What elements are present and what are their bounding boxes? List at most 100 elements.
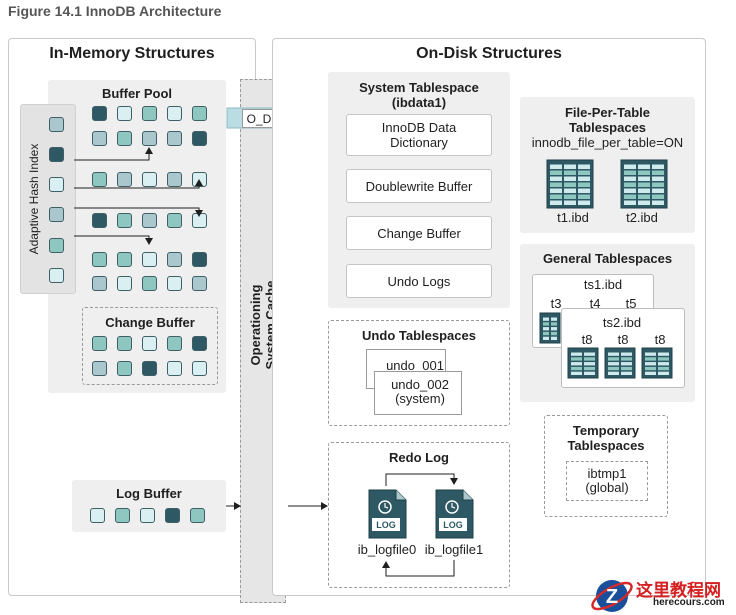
watermark-text: 这里教程网 <box>636 581 721 601</box>
t1-table-icon <box>546 159 594 209</box>
file-per-table-title-line2: Tablespaces <box>568 120 647 135</box>
undo-logs: Undo Logs <box>346 264 492 298</box>
ib-logfile1-label: ib_logfile1 <box>424 542 484 557</box>
ts1-table-t3: t3 <box>550 296 562 311</box>
ts2-t8b-table-icon <box>604 347 636 379</box>
change-buffer-page <box>92 336 107 351</box>
buffer-pool-page <box>167 131 182 146</box>
buffer-pool-page <box>117 213 132 228</box>
buffer-pool-page <box>142 213 157 228</box>
ts1-table-t4: t4 <box>589 296 601 311</box>
watermark-logo: Z <box>591 580 633 612</box>
buffer-pool-page <box>92 106 107 121</box>
change-buffer-memory-title: Change Buffer <box>105 315 195 330</box>
buffer-pool-page <box>117 106 132 121</box>
t2-table-icon <box>620 159 668 209</box>
change-buffer-page <box>92 361 107 376</box>
hash-index-page <box>49 147 64 162</box>
log-buffer <box>72 480 226 532</box>
doublewrite-buffer: Doublewrite Buffer <box>346 169 492 203</box>
hash-index-page <box>49 207 64 222</box>
change-buffer-memory <box>82 307 218 385</box>
ts1-t3-table-icon <box>539 312 561 344</box>
change-buffer-page <box>192 361 207 376</box>
temporary-tablespaces-title: Temporary Tablespaces <box>544 423 668 453</box>
watermark-logo-letter: Z <box>606 586 618 608</box>
ts2-ibd-label: ts2.ibd <box>602 315 642 330</box>
ts2-table-t8-a: t8 <box>581 332 593 347</box>
change-buffer-page <box>117 361 132 376</box>
hash-arrow-4 <box>74 235 153 245</box>
log-buffer-page <box>115 508 130 523</box>
hash-index-page <box>49 177 64 192</box>
general-tablespaces-title: General Tablespaces <box>542 251 673 266</box>
buffer-pool-page <box>142 252 157 267</box>
buffer-pool-page <box>167 252 182 267</box>
buffer-pool-page <box>117 172 132 187</box>
buffer-pool-page <box>167 276 182 291</box>
ibtmp1-file <box>566 461 648 501</box>
t2-ibd-label: t2.ibd <box>626 210 658 225</box>
buffer-pool-page <box>92 252 107 267</box>
file-per-table-title: File-Per-Table Tablespaces <box>520 105 695 135</box>
change-buffer-page <box>142 336 157 351</box>
on-disk-title: On-Disk Structures <box>416 45 562 62</box>
ts2-table-t8-c: t8 <box>654 332 666 347</box>
undo-tablespaces <box>328 320 510 426</box>
hash-arrow-3 <box>74 207 203 217</box>
log-file-icon-1: LOG <box>435 489 474 539</box>
change-buffer-disk: Change Buffer <box>346 216 492 250</box>
hash-arrow-1 <box>74 147 153 161</box>
system-tablespace-title-line1: System Tablespace <box>359 80 479 95</box>
hash-index-page <box>49 117 64 132</box>
file-per-table-title-line1: File-Per-Table <box>564 105 650 120</box>
buffer-pool-page <box>92 131 107 146</box>
ts2-t8c-table-icon <box>641 347 673 379</box>
undo-002-line2: (system) <box>395 391 445 406</box>
buffer-pool-title: Buffer Pool <box>101 86 173 101</box>
buffer-pool-page <box>167 172 182 187</box>
temporary-title-line1: Temporary <box>572 423 640 438</box>
ts1-ibd-label: ts1.ibd <box>583 277 623 292</box>
watermark-url: herecours.com <box>653 597 725 608</box>
change-buffer-page <box>167 336 182 351</box>
log-icon-0-text: LOG <box>376 520 396 530</box>
log-buffer-title: Log Buffer <box>116 486 182 501</box>
redo-cycle-arrow-top <box>385 473 458 486</box>
buffer-pool-page <box>192 276 207 291</box>
system-tablespace-title: System Tablespace (ibdata1) <box>328 80 510 110</box>
undo-tablespaces-title: Undo Tablespaces <box>362 328 476 343</box>
ts2-table-t8-b: t8 <box>617 332 629 347</box>
undo-001-label: undo_001 <box>386 358 444 373</box>
adaptive-hash-index <box>20 104 76 294</box>
undo-002-line1: undo_002 <box>391 377 449 392</box>
hash-index-page <box>49 238 64 253</box>
change-buffer-page <box>142 361 157 376</box>
buffer-pool-page <box>117 252 132 267</box>
ibtmp1-label: ibtmp1 (global) <box>566 467 648 495</box>
figure-title: Figure 14.1 InnoDB Architecture <box>8 3 222 19</box>
redo-log <box>328 442 510 588</box>
change-buffer-page <box>167 361 182 376</box>
log-buffer-page <box>90 508 105 523</box>
ibtmp1-line2: (global) <box>585 480 629 495</box>
log-buffer-page <box>140 508 155 523</box>
ts1-table-t5: t5 <box>625 296 637 311</box>
buffer-pool-page <box>192 106 207 121</box>
buffer-pool-page <box>167 213 182 228</box>
undo-002-label: undo_002 (system) <box>374 378 466 406</box>
undo-002-file <box>374 371 462 415</box>
temporary-tablespaces <box>544 415 668 517</box>
file-per-table-setting: innodb_file_per_table=ON <box>531 135 684 150</box>
change-buffer-page <box>192 336 207 351</box>
buffer-pool-page <box>142 131 157 146</box>
log-buffer-page <box>190 508 205 523</box>
system-tablespace-title-line2: (ibdata1) <box>391 95 447 110</box>
temporary-title-line2: Tablespaces <box>567 438 645 453</box>
log-buffer-page <box>165 508 180 523</box>
buffer-pool-page <box>192 252 207 267</box>
buffer-pool-page <box>167 106 182 121</box>
table-icons <box>539 159 673 379</box>
innodb-data-dictionary: InnoDB Data Dictionary <box>346 114 492 156</box>
log-icon-1-text: LOG <box>443 520 463 530</box>
